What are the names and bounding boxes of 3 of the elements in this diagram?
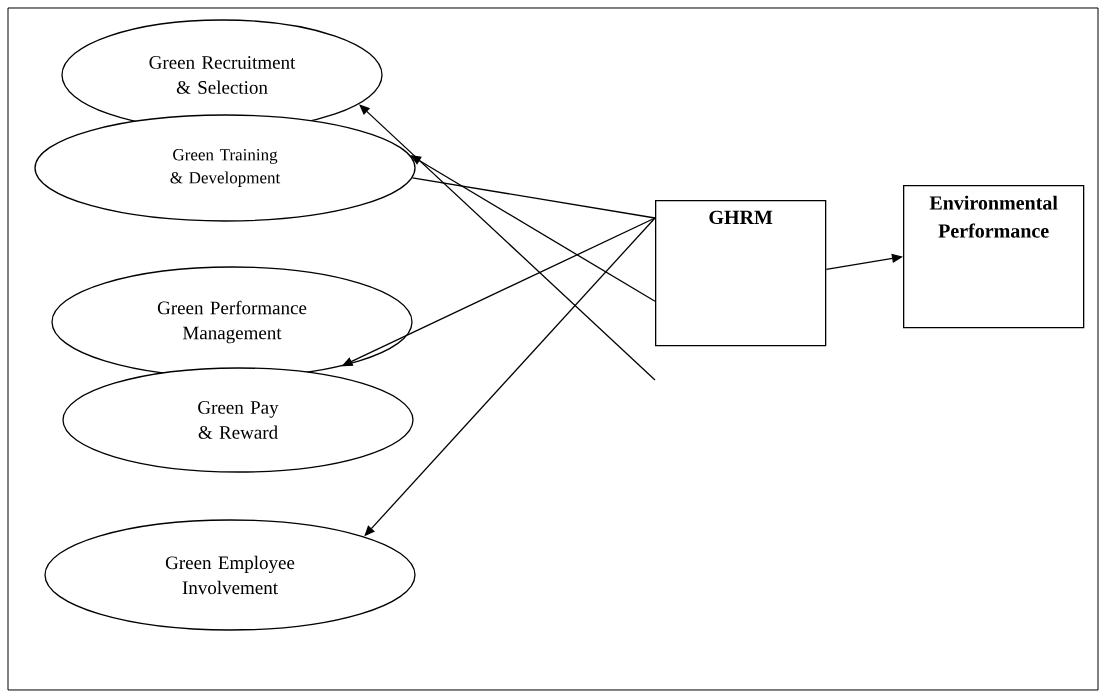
box: Environmental Performance [903, 185, 1085, 329]
arrow [410, 155, 656, 302]
box: GHRM [655, 200, 827, 347]
